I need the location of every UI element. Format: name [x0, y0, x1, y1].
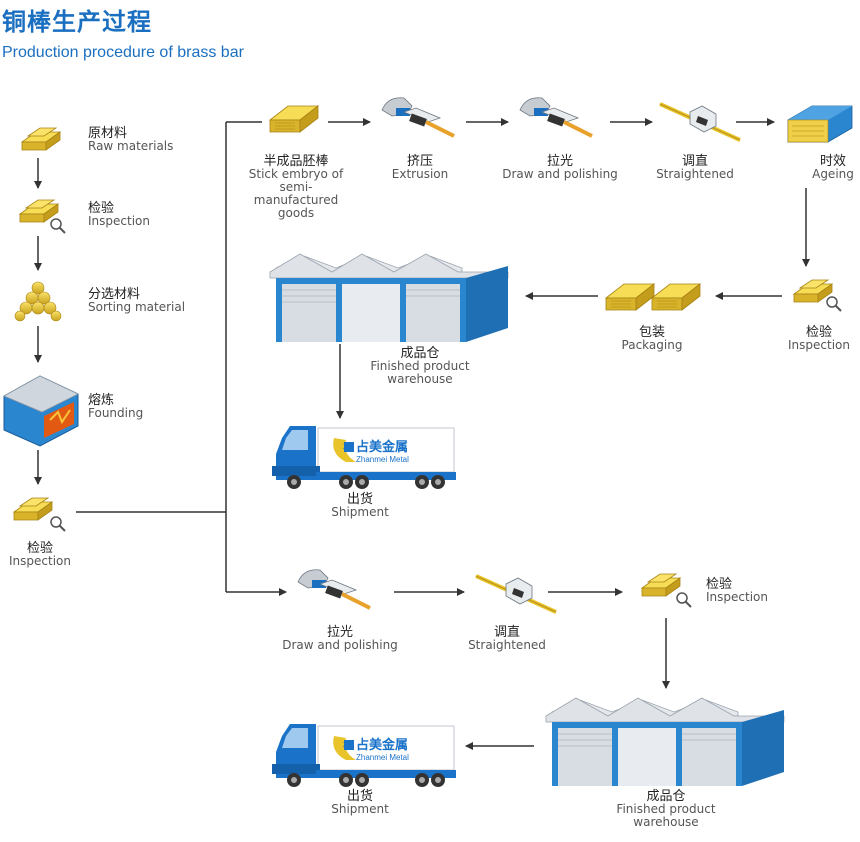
drawing-machine-icon — [296, 567, 372, 610]
inspection-icon — [641, 573, 692, 608]
step-finished-warehouse: 成品仓 Finished product warehouse — [616, 789, 716, 829]
warehouse-icon — [545, 697, 785, 787]
extrusion-machine-icon — [380, 95, 456, 138]
inspection-icon — [13, 497, 66, 532]
inspection-icon — [19, 199, 66, 234]
page-subtitle: Production procedure of brass bar — [2, 44, 244, 61]
truck-brand-mark: ZK — [343, 742, 352, 749]
straightener-icon — [474, 574, 558, 614]
drawing-machine-icon — [518, 95, 594, 138]
step-stick-embryo: 半成品胚棒 Stick embryo of semi-manufactured … — [248, 154, 344, 220]
sorting-material-icon — [14, 281, 62, 322]
furnace-icon — [3, 375, 79, 447]
ageing-oven-icon — [787, 105, 853, 143]
stick-embryo-icon — [269, 105, 319, 133]
warehouse-icon — [269, 253, 509, 343]
truck-brand-mark: ZK — [343, 444, 352, 451]
raw-materials-icon — [21, 127, 61, 151]
straightener-icon — [658, 102, 742, 142]
inspection-icon — [793, 279, 842, 312]
page-title: 铜棒生产过程 — [2, 8, 152, 36]
truck-brand: 占美金属 Zhanmei Metal — [356, 738, 409, 762]
packaging-icon — [605, 283, 701, 311]
step-finished-warehouse: 成品仓 Finished product warehouse — [370, 346, 470, 386]
truck-brand: 占美金属 Zhanmei Metal — [356, 440, 409, 464]
